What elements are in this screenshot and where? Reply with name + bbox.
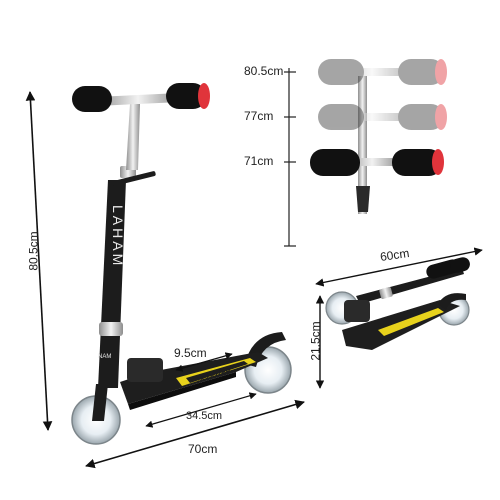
- folded-deck-grip: [378, 308, 444, 336]
- options-stem: [358, 76, 367, 214]
- folded-joint: [344, 300, 370, 322]
- folding-joint: [127, 358, 163, 382]
- deck-brand-text: NAM: [98, 354, 111, 360]
- height-high-label: 80.5cm: [244, 64, 284, 78]
- folded-grip-2: [450, 257, 470, 273]
- folded-height-label: 21.5cm: [308, 321, 323, 361]
- right-grip-cap: [198, 83, 210, 109]
- stem-clamp-low: [99, 322, 123, 336]
- handlebar-mid: [318, 104, 447, 130]
- deck-width-dimension-line: [175, 352, 233, 372]
- handlebar-high: [318, 59, 447, 85]
- length-dimension-line: [85, 399, 305, 469]
- deck-width-label: 9.5cm: [174, 346, 207, 360]
- height-low-label: 71cm: [244, 154, 274, 168]
- total-length-label: 70cm: [188, 442, 218, 456]
- stem-brand-text: LAHAM: [110, 205, 126, 268]
- deck-length-dimension-line: [145, 392, 257, 428]
- options-stem-bottom: [356, 186, 370, 212]
- left-grip: [72, 86, 112, 112]
- height-dimension-line: [25, 91, 53, 431]
- stem-clamp-lever: [112, 171, 156, 186]
- folded-stem-clamp: [379, 287, 393, 299]
- handlebar-low: [310, 149, 444, 176]
- folded-rear-fender: [438, 293, 466, 310]
- main-scooter: LAHAM NAM SCOOTER: [71, 83, 292, 445]
- handlebar-bar: [96, 93, 180, 106]
- main-dimension-lines: [25, 91, 305, 469]
- folded-length-dimension-line: [315, 247, 483, 287]
- stem-upper: [126, 104, 140, 170]
- total-height-label: 80.5cm: [26, 231, 41, 271]
- height-mid-label: 77cm: [244, 109, 274, 123]
- right-grip: [166, 83, 206, 109]
- deck-length-label: 34.5cm: [186, 410, 223, 422]
- folded-scooter: [315, 247, 483, 389]
- height-options-diagram: [284, 59, 447, 247]
